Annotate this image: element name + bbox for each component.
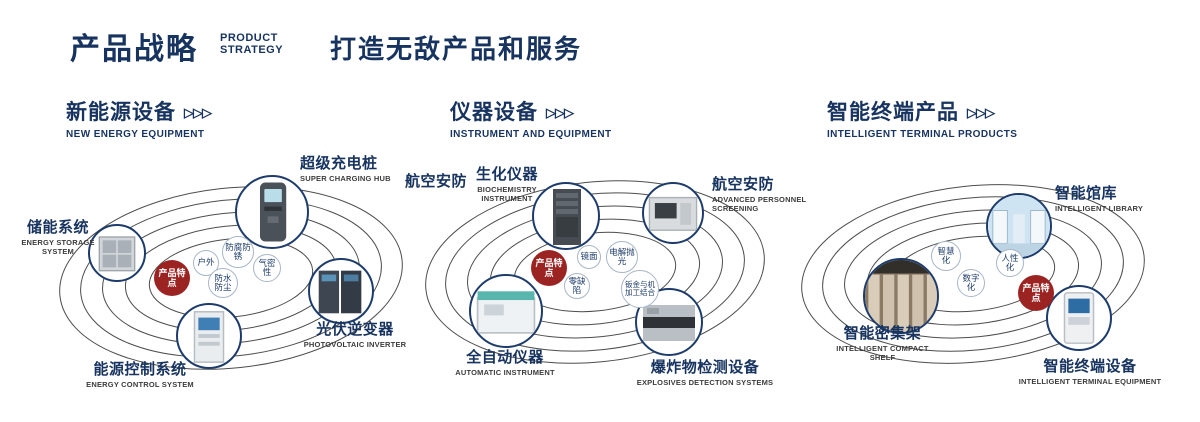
product-circle-energy-control (176, 303, 242, 369)
feature-bubble: 防水防尘 (208, 268, 238, 298)
section-title: 新能源设备 (66, 101, 176, 124)
section-subtitle-en: NEW ENERGY EQUIPMENT (66, 129, 205, 140)
feature-bubble: 防腐防锈 (222, 236, 254, 268)
product-label-personnel-screening: 航空安防 ADVANCED PERSONNEL SCREENING (712, 173, 827, 213)
page-subtitle: 打造无敌产品和服务 (330, 34, 583, 64)
product-circle-automatic-instrument (469, 274, 543, 348)
product-name: 航空安防 (712, 176, 775, 193)
product-name-en: INTELLIGENT TERMINAL EQUIPMENT (1018, 377, 1162, 386)
terminal-kiosk-image (1063, 292, 1095, 344)
product-name-en: SUPER CHARGING HUB (300, 174, 391, 183)
explosives-detector-image (643, 305, 695, 341)
feature-badge-instrument: 产品特点 (531, 250, 567, 286)
section-header-instrument: 仪器设备 ▷▷▷ INSTRUMENT AND EQUIPMENT (450, 96, 611, 140)
product-name-en: ADVANCED PERSONNEL SCREENING (712, 195, 807, 213)
product-label-aviation-security-left: 航空安防 (405, 170, 467, 191)
product-name: 光伏逆变器 (316, 321, 394, 338)
product-circle-biochemistry-instrument (532, 182, 600, 250)
product-name-en: BIOCHEMISTRY INSTRUMENT (477, 185, 537, 203)
product-name-en: PHOTOVOLTAIC INVERTER (303, 340, 407, 349)
product-circle-energy-storage (88, 224, 146, 282)
product-circle-photovoltaic-inverter (308, 258, 374, 324)
product-name: 智能馆库 (1055, 185, 1118, 202)
feature-bubble: 镜面 (577, 245, 601, 269)
product-label-super-charging-hub: 超级充电桩 SUPER CHARGING HUB (300, 152, 391, 183)
product-name: 超级充电桩 (300, 155, 378, 172)
product-name: 智能终端设备 (1043, 358, 1137, 375)
product-name: 智能密集架 (843, 325, 922, 342)
product-name-en: INTELLIGENT LIBRARY (1055, 204, 1144, 213)
section-header-intelligent-terminal: 智能终端产品 ▷▷▷ INTELLIGENT TERMINAL PRODUCTS (827, 96, 1017, 140)
energy-control-image (193, 311, 225, 363)
product-label-intelligent-compact-shelf: 智能密集架 INTELLIGENT COMPACT SHELF (825, 322, 940, 362)
page-title: 产品战略 (70, 33, 198, 66)
section-header-new-energy: 新能源设备 ▷▷▷ NEW ENERGY EQUIPMENT (66, 96, 212, 140)
product-circle-intelligent-terminal-equipment (1046, 285, 1112, 351)
chevron-arrows-icon: ▷▷▷ (184, 105, 212, 120)
section-title: 仪器设备 (450, 101, 538, 124)
server-rack-image (553, 189, 581, 245)
energy-storage-image (98, 236, 136, 272)
feature-bubble: 人性化 (996, 249, 1024, 277)
charging-pile-image (259, 182, 287, 242)
library-room-image (988, 195, 1050, 257)
photovoltaic-inverter-image (318, 270, 362, 314)
feature-bubble: 零缺陷 (564, 273, 590, 299)
product-label-biochemistry-instrument: 生化仪器 BIOCHEMISTRY INSTRUMENT (462, 163, 552, 203)
chevron-arrows-icon: ▷▷▷ (967, 105, 995, 120)
feature-bubble: 电解抛光 (606, 241, 638, 273)
product-name: 全自动仪器 (466, 349, 544, 366)
feature-badge-intelligent-terminal: 产品特点 (1018, 275, 1054, 311)
product-label-explosives-detection: 爆炸物检测设备 EXPLOSIVES DETECTION SYSTEMS (635, 356, 775, 387)
product-circle-super-charging-hub (235, 175, 309, 249)
feature-badge-new-energy: 产品特点 (154, 260, 190, 296)
product-name-en: ENERGY STORAGE SYSTEM (21, 238, 95, 256)
page-title-en-line1: PRODUCT (220, 32, 278, 44)
feature-bubble: 智慧化 (931, 241, 961, 271)
product-label-intelligent-terminal-equipment: 智能终端设备 INTELLIGENT TERMINAL EQUIPMENT (1015, 355, 1165, 386)
screening-machine-image (648, 196, 698, 231)
automatic-instrument-image (476, 291, 536, 334)
feature-bubble: 数字化 (957, 269, 985, 297)
product-name: 生化仪器 (475, 166, 538, 183)
feature-bubble: 钣金与机加工结合 (621, 270, 659, 308)
page-title-en-line2: STRATEGY (220, 44, 284, 56)
product-circle-personnel-screening (642, 182, 704, 244)
product-name: 航空安防 (405, 173, 468, 190)
product-circle-intelligent-compact-shelf (863, 258, 939, 334)
chevron-arrows-icon: ▷▷▷ (546, 105, 574, 120)
product-label-energy-control: 能源控制系统 ENERGY CONTROL SYSTEM (80, 358, 200, 389)
product-name-en: AUTOMATIC INSTRUMENT (455, 368, 555, 377)
section-subtitle-en: INTELLIGENT TERMINAL PRODUCTS (827, 129, 1018, 140)
product-name-en: INTELLIGENT COMPACT SHELF (836, 344, 929, 362)
product-label-automatic-instrument: 全自动仪器 AUTOMATIC INSTRUMENT (445, 346, 565, 377)
product-name-en: EXPLOSIVES DETECTION SYSTEMS (636, 378, 774, 387)
product-name-en: ENERGY CONTROL SYSTEM (86, 380, 194, 389)
product-label-photovoltaic-inverter: 光伏逆变器 PHOTOVOLTAIC INVERTER (300, 318, 410, 349)
product-name: 爆炸物检测设备 (650, 359, 760, 376)
page-title-en: PRODUCT STRATEGY (220, 32, 283, 56)
section-title: 智能终端产品 (827, 101, 959, 124)
product-label-energy-storage: 储能系统 ENERGY STORAGE SYSTEM (18, 216, 98, 256)
product-label-intelligent-library: 智能馆库 INTELLIGENT LIBRARY (1055, 182, 1143, 213)
product-name: 储能系统 (26, 219, 89, 236)
product-circle-intelligent-library (986, 193, 1052, 259)
product-name: 能源控制系统 (93, 361, 187, 378)
section-subtitle-en: INSTRUMENT AND EQUIPMENT (450, 129, 612, 140)
feature-bubble: 气密性 (253, 254, 281, 282)
